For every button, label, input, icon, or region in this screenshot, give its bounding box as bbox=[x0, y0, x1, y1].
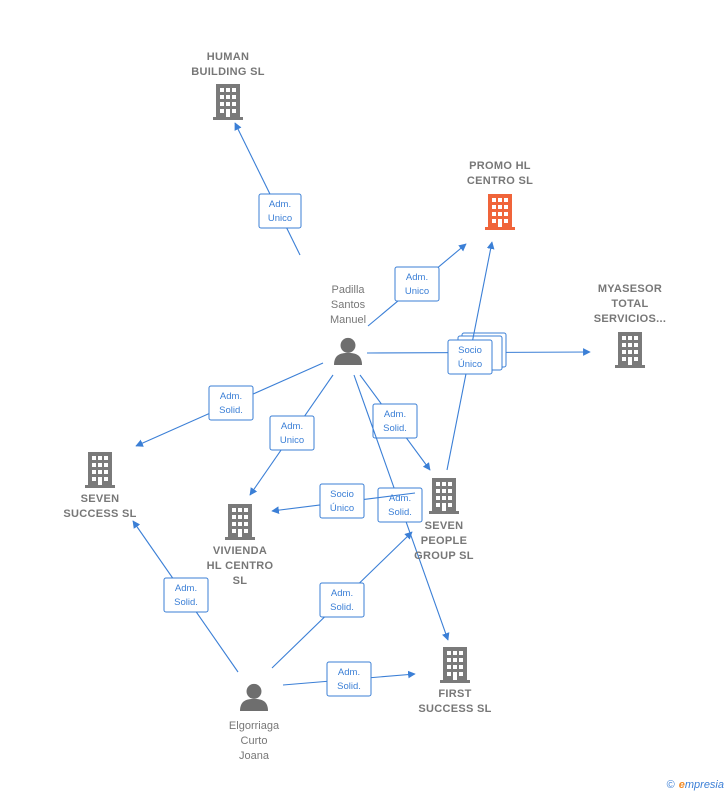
edge-elgorriaga-to-seven_people[interactable]: Adm. Solid. bbox=[271, 531, 413, 669]
edge-label-text: Solid. bbox=[174, 597, 198, 608]
node-label: Curto bbox=[241, 735, 268, 747]
node-label: SEVEN bbox=[81, 493, 120, 505]
node-label: FIRST bbox=[438, 688, 471, 700]
person-icon bbox=[334, 337, 362, 365]
node-seven-success[interactable]: SEVEN SUCCESS SL bbox=[63, 452, 136, 520]
edge-label-box[interactable] bbox=[208, 385, 254, 421]
edge-label-text: Único bbox=[330, 503, 354, 514]
edge-padilla-to-promo_hl[interactable]: Adm. Unico bbox=[367, 243, 467, 327]
edge-label-box[interactable] bbox=[326, 661, 372, 697]
copyright-symbol: © bbox=[666, 779, 675, 791]
node-label: Joana bbox=[239, 750, 270, 762]
node-seven-people[interactable]: SEVEN PEOPLE GROUP SL bbox=[414, 478, 474, 562]
node-label: PEOPLE bbox=[421, 535, 467, 547]
node-label: VIVIENDA bbox=[213, 545, 267, 557]
node-vivienda[interactable]: VIVIENDA HL CENTRO SL bbox=[207, 504, 274, 587]
edge-label-text: Socio bbox=[458, 345, 482, 356]
node-human-building[interactable]: HUMAN BUILDING SL bbox=[191, 51, 265, 120]
edge-label-text: Unico bbox=[280, 435, 304, 446]
building-icon bbox=[225, 504, 255, 540]
edge-label-text: Adm. bbox=[331, 588, 353, 599]
edge-label-text: Adm. bbox=[389, 493, 411, 504]
node-label: SEVEN bbox=[425, 520, 464, 532]
edge-label-text: Solid. bbox=[383, 423, 407, 434]
brand-logo-initial: e bbox=[678, 779, 685, 791]
building-icon bbox=[85, 452, 115, 488]
node-promo-hl[interactable]: PROMO HL CENTRO SL bbox=[467, 160, 533, 230]
edge-label-box[interactable] bbox=[269, 415, 315, 451]
node-label: SL bbox=[233, 575, 248, 587]
building-icon bbox=[213, 84, 243, 120]
edge-label-box[interactable] bbox=[372, 403, 418, 439]
edge-label-text: Adm. bbox=[338, 667, 360, 678]
node-label: SUCCESS SL bbox=[63, 508, 136, 520]
edge-label-text: Solid. bbox=[219, 405, 243, 416]
edge-padilla-to-vivienda[interactable]: Adm. Unico bbox=[249, 374, 334, 496]
node-label: TOTAL bbox=[611, 298, 648, 310]
node-label: MYASESOR bbox=[598, 283, 662, 295]
edge-label-text: Solid. bbox=[388, 507, 412, 518]
node-label: HUMAN bbox=[207, 51, 249, 63]
edge-label-text: Socio bbox=[330, 489, 354, 500]
edge-label-box[interactable] bbox=[163, 577, 209, 613]
edge-elgorriaga-to-seven_success[interactable]: Adm. Solid. bbox=[132, 520, 239, 673]
edge-label-text: Adm. bbox=[175, 583, 197, 594]
nodes-layer: HUMAN BUILDING SL PROMO HL CENTRO SL MYASESO… bbox=[63, 51, 666, 762]
person-icon bbox=[240, 683, 268, 711]
edge-label-text: Unico bbox=[268, 213, 292, 224]
node-label: CENTRO SL bbox=[467, 175, 533, 187]
edge-label-box[interactable] bbox=[319, 582, 365, 618]
edge-padilla-to-seven_success[interactable]: Adm. Solid. bbox=[135, 362, 324, 447]
node-label: HL CENTRO bbox=[207, 560, 274, 572]
node-label: Manuel bbox=[330, 314, 366, 326]
edge-label-box[interactable] bbox=[447, 339, 493, 375]
node-myasesor[interactable]: MYASESOR TOTAL SERVICIOS... bbox=[594, 283, 666, 368]
node-first-success[interactable]: FIRST SUCCESS SL bbox=[418, 647, 491, 715]
edge-padilla-to-human_building[interactable]: Adm. Unico bbox=[234, 122, 302, 256]
edge-line bbox=[234, 122, 301, 256]
edge-label-text: Adm. bbox=[281, 421, 303, 432]
building-icon bbox=[615, 332, 645, 368]
edge-label-text: Solid. bbox=[330, 602, 354, 613]
node-label: SERVICIOS... bbox=[594, 313, 666, 325]
node-label: BUILDING SL bbox=[191, 66, 265, 78]
node-label: GROUP SL bbox=[414, 550, 474, 562]
node-label: PROMO HL bbox=[469, 160, 531, 172]
edge-label-box[interactable] bbox=[319, 483, 365, 519]
edge-elgorriaga-to-first_success[interactable]: Adm. Solid. bbox=[282, 661, 416, 697]
building-icon bbox=[429, 478, 459, 514]
edge-label-text: Solid. bbox=[337, 681, 361, 692]
edges-layer: Adm.UnicoAdm.UnicoSocioÚnicoAdm.Solid.Ad… bbox=[132, 122, 591, 697]
edge-label-text: Adm. bbox=[220, 391, 242, 402]
node-label: SUCCESS SL bbox=[418, 703, 491, 715]
edge-padilla-to-seven_people[interactable]: Adm. Solid. bbox=[359, 374, 431, 471]
building-icon bbox=[440, 647, 470, 683]
edge-label-box[interactable] bbox=[394, 266, 440, 302]
node-label: Padilla bbox=[331, 284, 365, 296]
brand-logo-text: mpresia bbox=[684, 779, 724, 791]
footer-brand[interactable]: ©empresia bbox=[667, 779, 724, 791]
building-icon bbox=[485, 194, 515, 230]
edge-label-box[interactable] bbox=[258, 193, 302, 229]
edge-label-text: Adm. bbox=[384, 409, 406, 420]
edge-label-text: Adm. bbox=[269, 199, 291, 210]
node-label: Santos bbox=[331, 299, 366, 311]
node-label: Elgorriaga bbox=[229, 720, 280, 732]
edge-label-text: Adm. bbox=[406, 272, 428, 283]
edge-label-text: Único bbox=[458, 359, 482, 370]
edge-label-text: Unico bbox=[405, 286, 429, 297]
